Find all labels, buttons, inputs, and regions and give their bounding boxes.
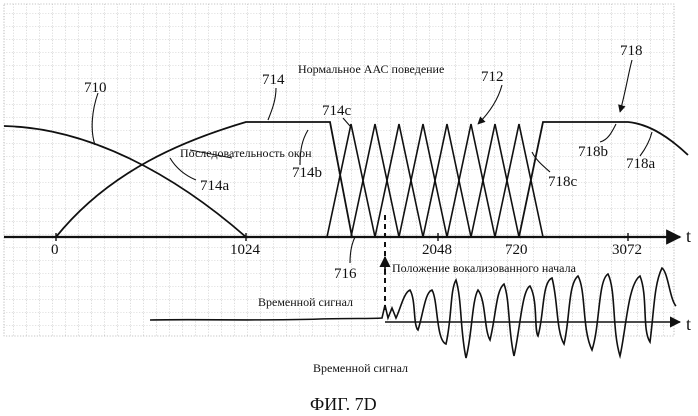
tick-label: 1024 xyxy=(230,242,261,258)
ref-718a: 718a xyxy=(626,156,656,172)
time-signal-inline-label: Временной сигнал xyxy=(258,295,353,309)
ref-714a: 714a xyxy=(200,178,230,194)
ref-714c: 714c xyxy=(322,103,352,119)
tick-label: 0 xyxy=(51,242,59,258)
figure-caption: ФИГ. 7D xyxy=(310,394,377,414)
time-signal-bottom-label: Временной сигнал xyxy=(313,361,408,375)
ref-714b: 714b xyxy=(292,165,322,181)
tick-label: 720 xyxy=(505,242,528,258)
tick-label: 3072 xyxy=(612,242,642,258)
ref-710: 710 xyxy=(84,80,107,96)
ref-718: 718 xyxy=(620,43,643,59)
signal-time-symbol: t xyxy=(686,314,691,334)
axis-time-symbol: t xyxy=(686,226,691,246)
window-sequence-label: Последовательность окон xyxy=(180,146,312,160)
ref-718c: 718c xyxy=(548,174,578,190)
ref-714: 714 xyxy=(262,72,285,88)
ref-712: 712 xyxy=(481,69,504,85)
aac-behavior-label: Нормальное ААС поведение xyxy=(298,62,444,76)
voiced-onset-label: Положение вокализованного начала xyxy=(392,261,577,275)
ref-718b: 718b xyxy=(578,144,608,160)
tick-label: 2048 xyxy=(422,242,452,258)
ref-716: 716 xyxy=(334,266,357,282)
